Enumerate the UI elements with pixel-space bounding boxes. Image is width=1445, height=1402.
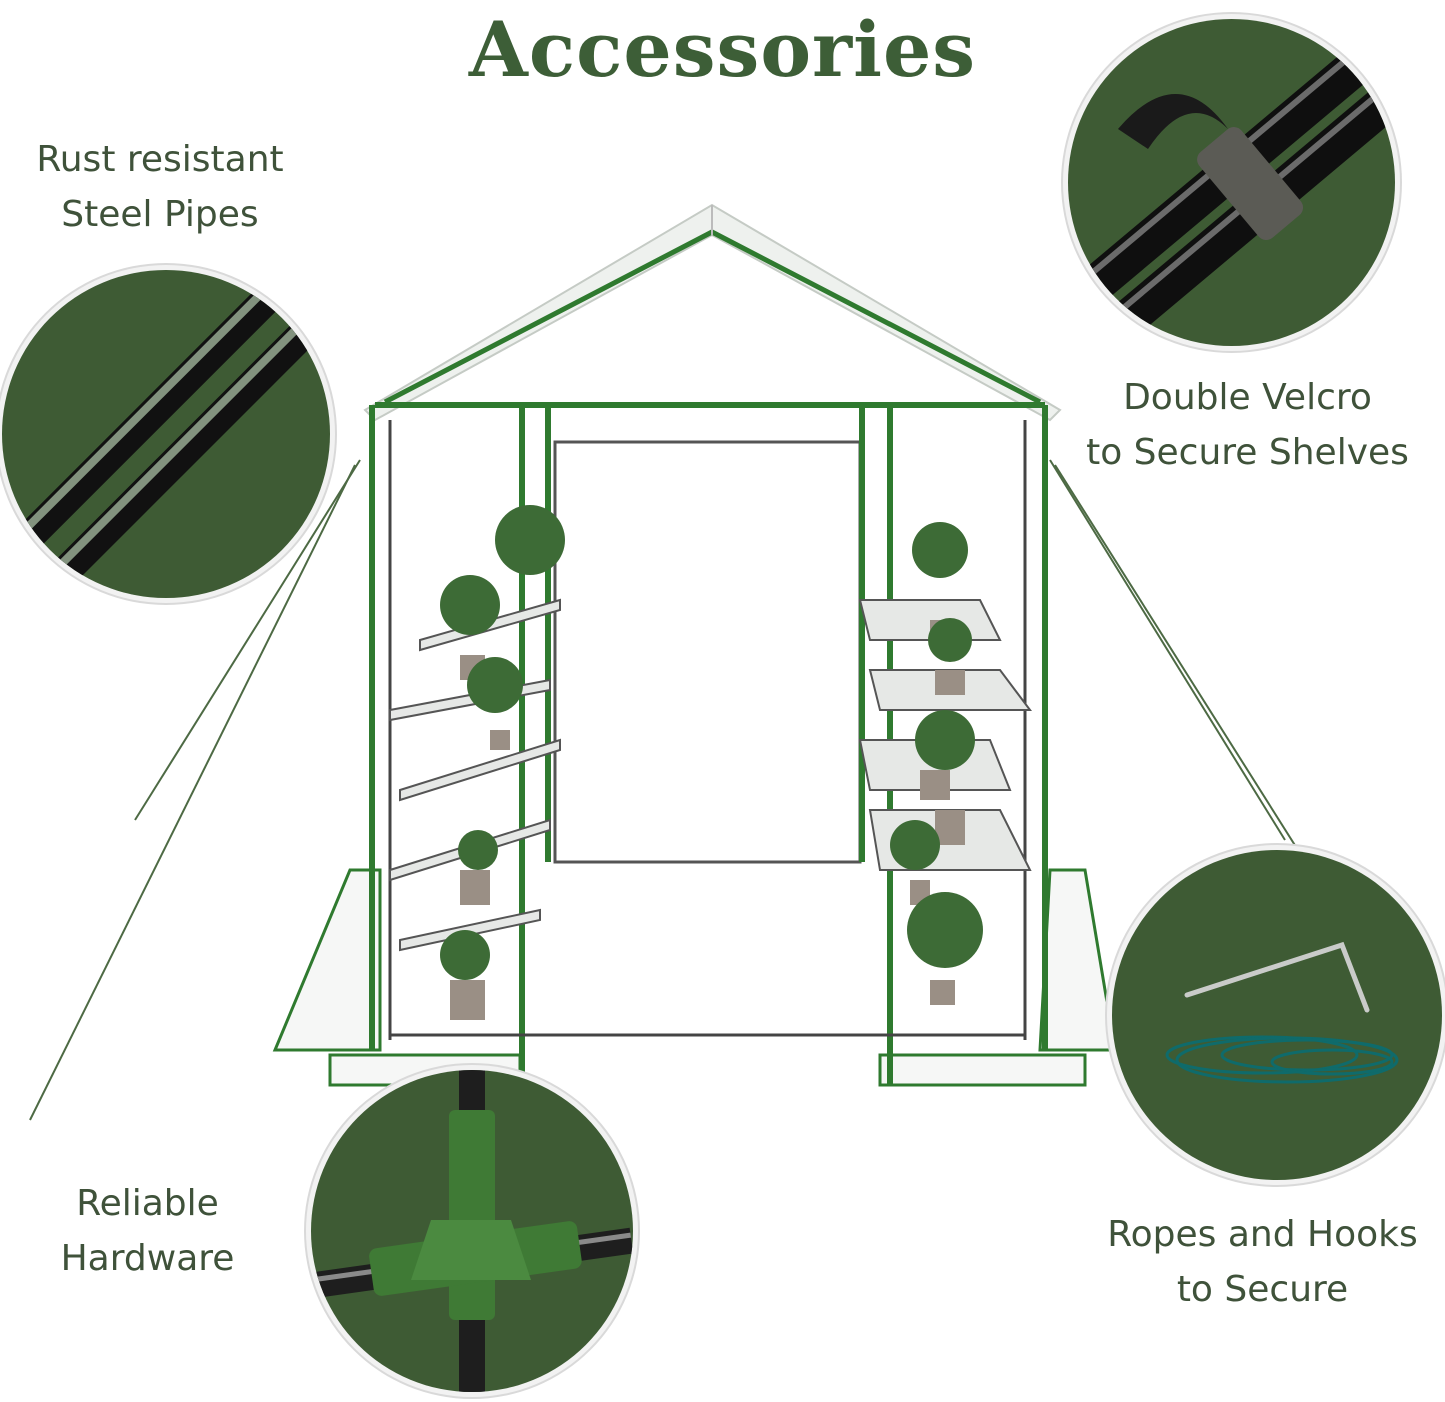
- greenhouse-inner-frame: [388, 420, 1027, 1040]
- potted-plants: [440, 505, 983, 1020]
- guy-ropes: [29, 459, 1381, 1121]
- connector-joint-icon: [311, 1070, 633, 1392]
- rust-resistant-pipes-label: Rust resistant Steel Pipes: [36, 139, 284, 235]
- double-velcro-label: Double Velcro to Secure Shelves: [1086, 377, 1409, 473]
- door-opening: [553, 440, 862, 864]
- ropes-and-hooks-label: Ropes and Hooks to Secure: [1107, 1214, 1418, 1310]
- reliable-hardware-label: Reliable Hardware: [60, 1183, 235, 1279]
- greenhouse-roof: [363, 203, 1062, 422]
- greenhouse-skirt: [272, 868, 1117, 1087]
- velcro-strap-icon: [1068, 19, 1395, 346]
- ropes-and-hooks-icon: [1112, 850, 1442, 1180]
- steel-pipes-icon: [2, 270, 330, 598]
- page-title: Accessories: [468, 5, 977, 94]
